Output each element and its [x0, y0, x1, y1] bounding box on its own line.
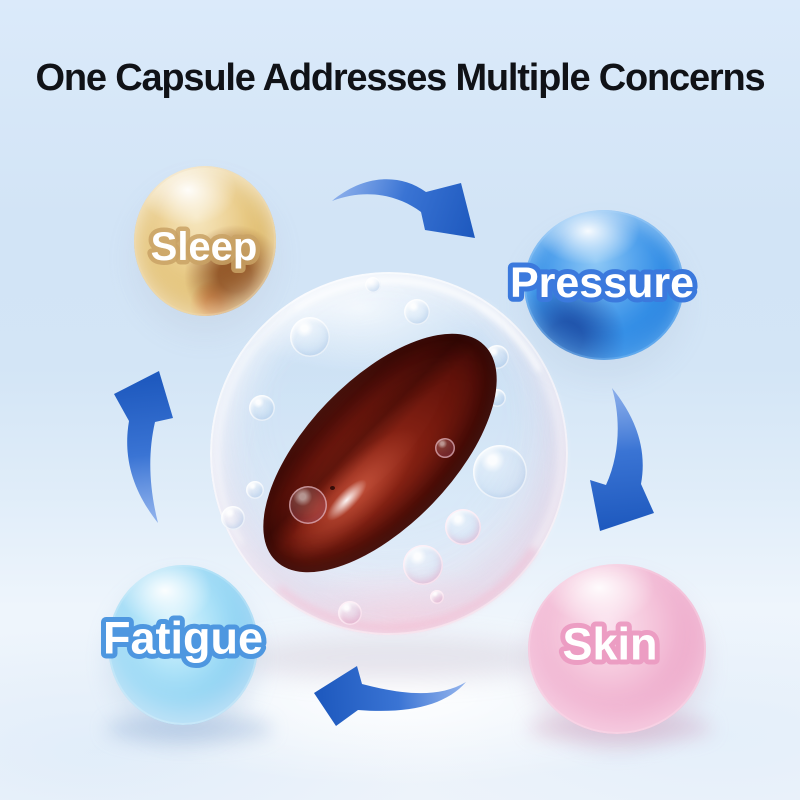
bubble-decoration [430, 590, 444, 604]
bubble-decoration [473, 445, 527, 499]
page-title: One Capsule Addresses Multiple Concerns [35, 57, 766, 99]
sphere-sleep-label-box: Sleep [146, 221, 262, 274]
bubble-decoration [221, 506, 245, 530]
bubble-floor-shadow [238, 636, 548, 680]
bubble-decoration [290, 317, 330, 357]
sphere-skin-label-box: Skin [557, 614, 662, 675]
sphere-sleep-label: Sleep [151, 225, 258, 269]
bubble-decoration [365, 277, 381, 293]
sphere-pressure [524, 210, 684, 360]
arrow-fatigue-to-sleep-icon [114, 371, 173, 523]
sphere-fatigue-label: Fatigue [103, 613, 263, 664]
bubble-decoration [289, 486, 327, 524]
sphere-fatigue-label-box: Fatigue [98, 608, 268, 669]
sphere-skin-label: Skin [562, 619, 657, 670]
bubble-decoration [435, 438, 455, 458]
sphere-sleep [134, 166, 276, 316]
sphere-pressure-label: Pressure [510, 259, 694, 307]
sphere-pressure-label-box: Pressure [505, 254, 699, 312]
bubble-decoration [403, 545, 443, 585]
arrow-pressure-to-skin-icon [590, 388, 654, 531]
capsule-speck [330, 486, 335, 490]
arrow-sleep-to-pressure-icon [332, 179, 475, 238]
arrow-skin-to-fatigue-icon [314, 666, 466, 726]
bubble-decoration [445, 509, 481, 545]
bubble-decoration [404, 299, 430, 325]
sphere-skin [528, 564, 706, 734]
bubble-decoration [249, 395, 275, 421]
bubble-decoration [338, 601, 362, 625]
bubble-decoration [246, 481, 264, 499]
sphere-fatigue [108, 565, 258, 725]
